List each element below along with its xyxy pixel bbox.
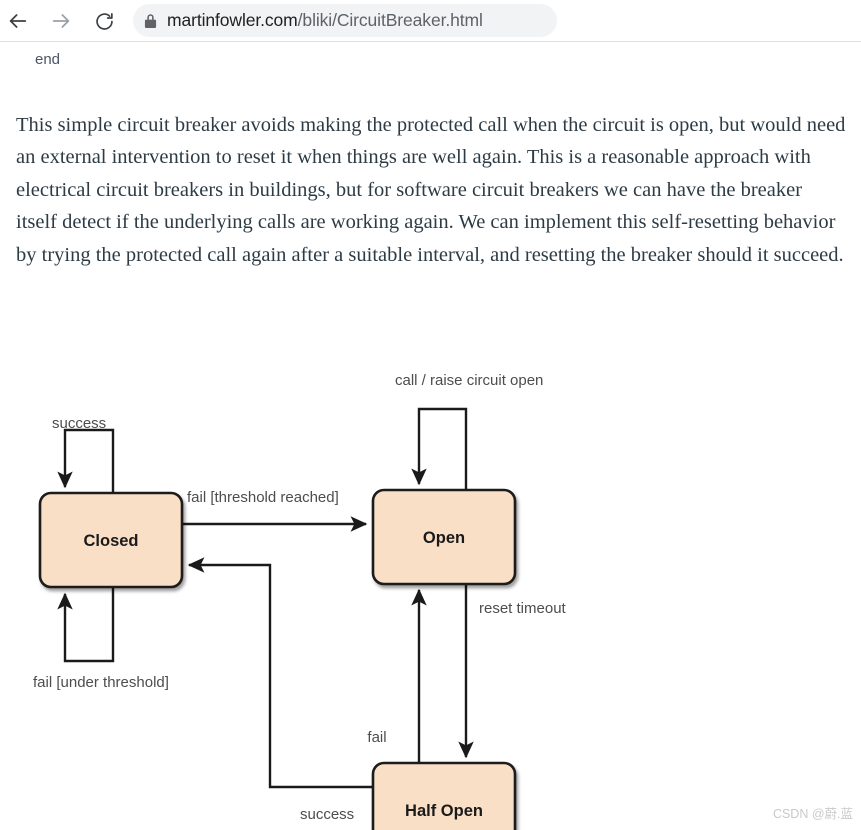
state-label-closed: Closed <box>83 532 138 550</box>
state-label-halfopen: Half Open <box>405 802 483 820</box>
forward-button[interactable] <box>46 6 76 36</box>
state-node-open[interactable] <box>371 488 517 586</box>
state-node-closed[interactable] <box>38 491 184 589</box>
page-content: end This simple circuit breaker avoids m… <box>0 42 861 830</box>
edge-label-fail-threshold: fail [threshold reached] <box>187 489 339 506</box>
edge-label-call-raise: call / raise circuit open <box>395 372 543 389</box>
browser-toolbar: martinfowler.com/bliki/CircuitBreaker.ht… <box>0 0 861 41</box>
edge-label-reset-timeout: reset timeout <box>479 600 567 617</box>
edge-label-fail-under: fail [under threshold] <box>33 674 169 691</box>
edge-fail-under-threshold <box>57 587 115 663</box>
arrow-right-icon <box>50 10 72 32</box>
lock-icon[interactable] <box>133 4 167 37</box>
circuit-breaker-state-diagram: Closed Open Half Open success fail [thre… <box>0 317 861 830</box>
body-paragraph: This simple circuit breaker avoids makin… <box>16 113 846 266</box>
watermark: CSDN @蔚.蓝 <box>772 807 853 821</box>
toolbar-divider <box>0 41 861 42</box>
edge-success-closed <box>57 428 115 493</box>
state-node-halfopen[interactable] <box>371 761 517 830</box>
edge-call-raise-circuit-open <box>411 407 468 490</box>
arrow-left-icon <box>7 10 29 32</box>
state-label-open: Open <box>423 529 465 547</box>
address-bar[interactable]: martinfowler.com/bliki/CircuitBreaker.ht… <box>133 4 557 37</box>
url-text: martinfowler.com/bliki/CircuitBreaker.ht… <box>167 9 483 30</box>
url-domain: martinfowler.com <box>167 9 298 30</box>
url-path: /bliki/CircuitBreaker.html <box>297 9 483 30</box>
code-end-fragment: end <box>35 51 61 68</box>
edge-label-success-closed: success <box>52 415 106 432</box>
edge-label-fail: fail <box>367 729 386 746</box>
edge-label-success-halfopen: success <box>300 806 354 823</box>
reload-button[interactable] <box>89 6 119 36</box>
back-button[interactable] <box>3 6 33 36</box>
reload-icon <box>94 11 115 32</box>
edge-success-halfopen <box>187 557 373 789</box>
